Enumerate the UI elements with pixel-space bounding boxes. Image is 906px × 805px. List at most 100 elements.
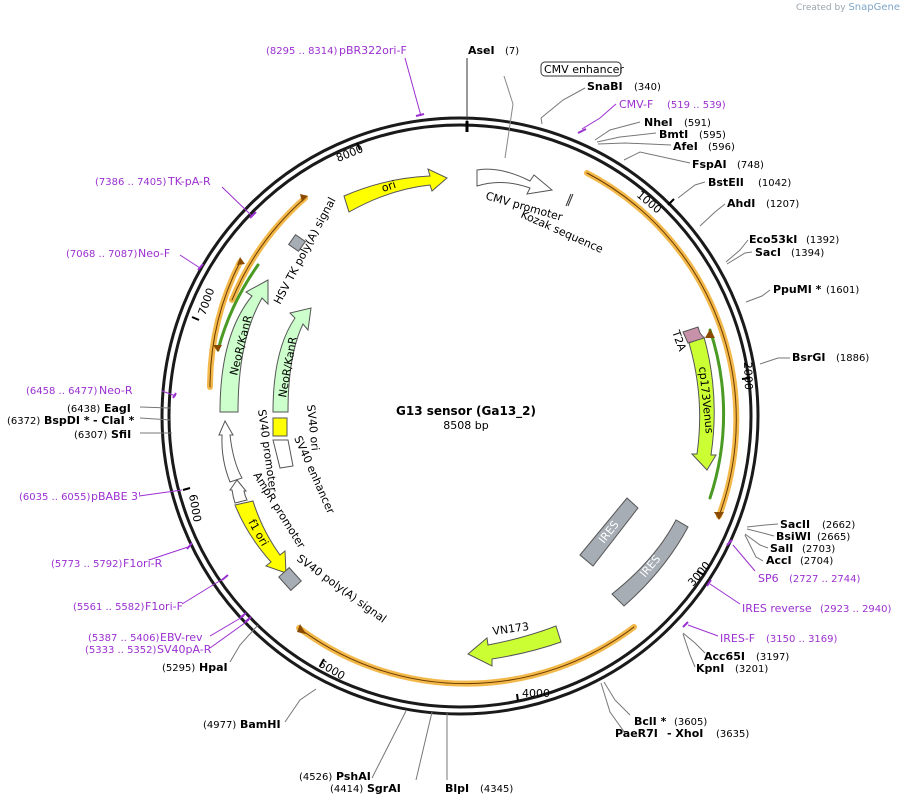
vn173-label: VN173: [492, 620, 530, 638]
enzyme-position: (4977): [203, 720, 236, 731]
snapgene-credit: Created by SnapGene: [796, 2, 900, 13]
primer-position: (2727 .. 2744): [789, 574, 861, 585]
cmv-promoter-feature: [476, 168, 554, 195]
vn173-feature: [467, 625, 562, 667]
enzyme-label: BstEII: [708, 176, 744, 189]
sv40-ori-label: SV40 ori: [304, 404, 322, 451]
enzyme-position: (5295): [162, 663, 195, 674]
primer-label: Neo-R: [99, 384, 133, 397]
enzyme-label: SalI: [770, 542, 793, 555]
cmv-enhancer-arrow: [503, 75, 514, 159]
sv40-ori-feature: [272, 417, 288, 437]
tick-label-6000: 6000: [186, 493, 204, 523]
enzyme-position: (2665): [817, 532, 850, 543]
t2a-feature: [682, 326, 705, 344]
cp173venus-feature: [688, 336, 717, 471]
enzyme-label: Eco53kI: [749, 233, 797, 246]
primer-label: SV40pA-R: [157, 643, 212, 656]
enzyme-label: SfiI: [111, 428, 131, 441]
credit-brand: SnapGene: [848, 2, 900, 13]
enzyme-position: (1207): [766, 199, 799, 210]
enzyme-position: (1394): [791, 248, 824, 259]
sv40-polya-feature: [278, 566, 302, 592]
ampr-promoter-feature: [229, 479, 248, 504]
enzyme-position: (1392): [806, 235, 839, 246]
enzyme-position: (340): [634, 82, 661, 93]
kozak-mark: [567, 193, 574, 207]
sv40-polya-label: SV40 poly(A) signal: [294, 552, 389, 626]
hsv-tk-feature: [287, 233, 307, 253]
tick-label-1000: 1000: [634, 188, 664, 216]
enzyme-position: (3635): [716, 729, 749, 740]
primer-position: (5561 .. 5582): [73, 602, 145, 613]
primer-position: (5333 .. 5352): [85, 645, 157, 656]
primer-position: (519 .. 539): [667, 100, 726, 111]
hsv-tk-label: HSV TK poly(A) signal: [271, 195, 338, 306]
enzyme-position: (4345): [480, 784, 513, 795]
enzyme-label: SacII: [780, 518, 810, 531]
primer-label: IRES reverse: [742, 602, 812, 615]
enzyme-labels: AseI (7) SnaBI (340) NheI (591) BmtI (59…: [7, 44, 869, 795]
primer-label: F1ori-R: [123, 557, 163, 570]
enzyme-label: SnaBI: [587, 80, 623, 93]
primer-label: F1ori-F: [145, 600, 183, 613]
primer-position: (7068 .. 7087): [66, 249, 138, 260]
ires-inner-feature: [579, 497, 639, 567]
enzyme-label: PaeR7I: [615, 727, 658, 740]
ori-feature: [343, 168, 448, 213]
orf-track-bottom: [296, 624, 637, 687]
enzyme-label: NheI: [644, 116, 673, 129]
green-track-right: [708, 328, 726, 500]
primer-label: SP6: [758, 572, 779, 585]
orf-arrowheads: [213, 194, 724, 634]
enzyme-label: BlpI: [445, 782, 469, 795]
enzyme-position: (4414): [330, 784, 363, 795]
enzyme-label-extra: - ClaI *: [93, 414, 135, 427]
primer-label: pBABE 3': [91, 490, 141, 503]
primer-position: (8295 .. 8314): [266, 46, 338, 57]
enzyme-label: SgrAI: [367, 782, 401, 795]
enzyme-label: AseI: [468, 44, 495, 57]
enzyme-label: AccI: [766, 554, 792, 567]
backbone: [160, 116, 760, 716]
cmv-enhancer-label: CMV enhancer: [544, 63, 624, 76]
credit-prefix: Created by: [796, 3, 846, 13]
orf-tracks: [207, 170, 740, 687]
primer-position: (5773 .. 5792): [51, 559, 123, 570]
enzyme-position: (6307): [74, 430, 107, 441]
primer-label: Neo-F: [138, 247, 170, 260]
enzyme-position: (1042): [758, 178, 791, 189]
enzyme-label: Acc65I: [704, 650, 745, 663]
enzyme-position: (591): [684, 118, 711, 129]
primer-label: EBV-rev: [160, 631, 203, 644]
sv40-promoter-feature: [218, 419, 243, 483]
plasmid-name: G13 sensor (Ga13_2): [396, 404, 536, 419]
enzyme-label: BsrGI: [792, 351, 825, 364]
enzyme-label: FspAI: [692, 158, 727, 171]
enzyme-label: EagI: [104, 402, 131, 415]
enzyme-label: PshAI: [336, 770, 371, 783]
primer-leaders: [138, 57, 756, 649]
ori-label: ori: [380, 178, 398, 195]
enzyme-label: BmtI: [659, 128, 688, 141]
enzyme-position: (3201): [735, 664, 768, 675]
tick-label-8000: 8000: [334, 142, 365, 165]
enzyme-leaders: [139, 87, 790, 781]
enzyme-label: KpnI: [696, 662, 724, 675]
enzyme-position: (6372): [7, 416, 40, 427]
enzyme-position: (595): [699, 130, 726, 141]
enzyme-label: PpuMI *: [773, 283, 822, 296]
scale-ticks: [182, 142, 751, 702]
primer-labels: (8295 .. 8314) pBR322ori-F CMV-F (519 ..…: [19, 44, 892, 656]
enzyme-position: (7): [505, 46, 519, 57]
primer-label: pBR322ori-F: [339, 44, 407, 57]
enzyme-position: (4526): [299, 772, 332, 783]
enzyme-label: BspDI *: [44, 414, 90, 427]
enzyme-label: HpaI: [199, 661, 228, 674]
plasmid-length: 8508 bp: [443, 419, 488, 432]
primer-label: IRES-F: [720, 632, 755, 645]
primer-position: (7386 .. 7405): [95, 177, 167, 188]
enzyme-position: (1601): [826, 285, 859, 296]
enzyme-position: (2703): [802, 544, 835, 555]
